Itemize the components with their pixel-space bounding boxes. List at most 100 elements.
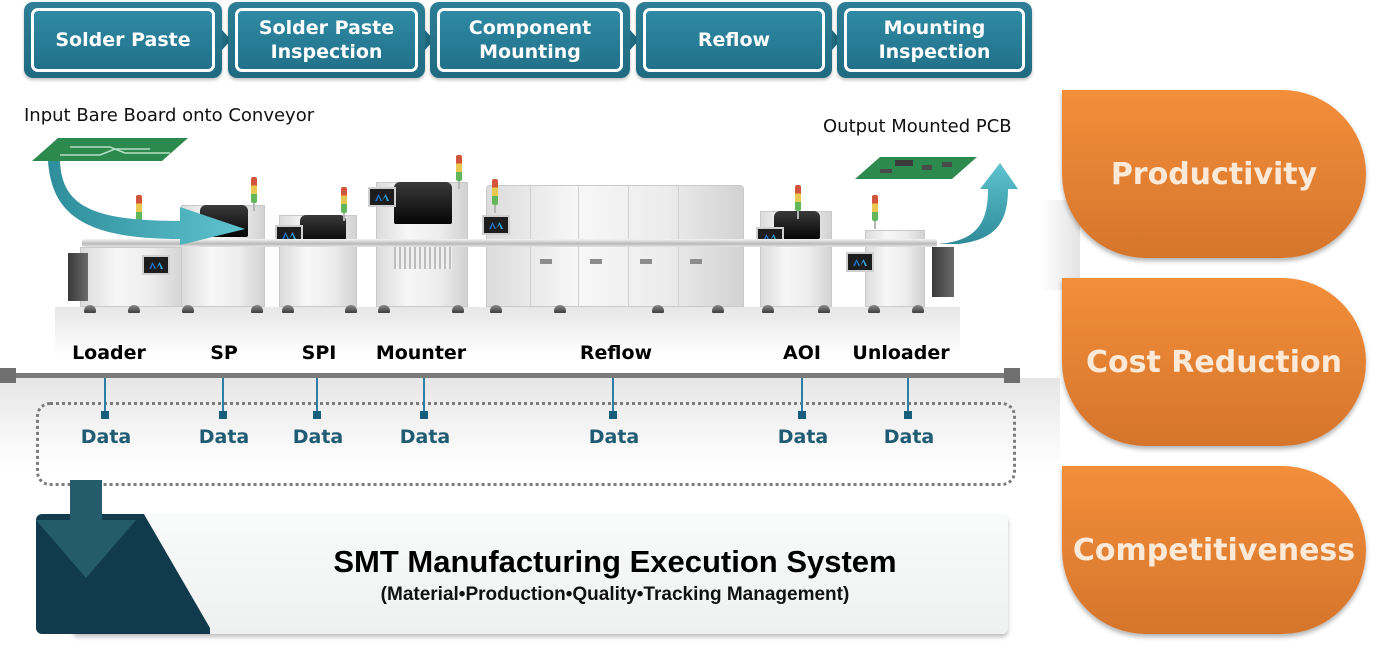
data-label-unloader: Data (883, 426, 935, 448)
data-label-loader: Data (80, 426, 132, 448)
smt-line-illustration (0, 135, 1060, 365)
benefit-competitiveness: Competitiveness (1062, 466, 1366, 634)
data-tap-line (316, 378, 318, 414)
data-tap-line (104, 378, 106, 414)
data-bus-line (14, 373, 1012, 378)
machine-foot (378, 305, 390, 313)
data-label-sp: Data (198, 426, 250, 448)
machine-foot (182, 305, 194, 313)
step-connector (630, 30, 639, 50)
curved-arrow-icon (48, 161, 245, 245)
step-label: Solder Paste (55, 29, 191, 51)
mes-panel: SMT Manufacturing Execution System (Mate… (36, 480, 1008, 634)
data-node (904, 411, 912, 419)
machine-foot (818, 305, 830, 313)
machine-foot (554, 305, 566, 313)
station-sp: SP (210, 342, 238, 364)
benefit-cost-reduction: Cost Reduction (1062, 278, 1366, 446)
feeder-bank (394, 247, 452, 269)
machine-foot (912, 305, 924, 313)
down-arrow-icon (36, 480, 136, 578)
step-mounting-inspection: Mounting Inspection (837, 2, 1032, 78)
mounted-pcb-icon (855, 157, 977, 179)
machine-foot (345, 305, 357, 313)
oven-panel-handle (640, 259, 652, 264)
station-spi: SPI (301, 342, 337, 364)
conveyor-rail (82, 239, 937, 247)
output-board-arrow (855, 157, 1018, 244)
signal-tower-icon (251, 177, 257, 211)
machine-foot (251, 305, 263, 313)
data-label-reflow: Data (588, 426, 640, 448)
mes-body (72, 514, 1008, 634)
oven-panel-handle (690, 259, 702, 264)
data-node (609, 411, 617, 419)
oven-panel-handle (540, 259, 552, 264)
data-tap-line (222, 378, 224, 414)
step-solder-paste-inspection: Solder Paste Inspection (228, 2, 425, 78)
up-arrow-icon (938, 163, 1018, 244)
data-tap-line (612, 378, 614, 414)
data-tap-line (801, 378, 803, 414)
output-caption: Output Mounted PCB (823, 116, 1012, 137)
floor-reflection (55, 307, 960, 355)
benefit-productivity: Productivity (1062, 90, 1366, 258)
mes-subtitle: (Material•Production•Quality•Tracking Ma… (380, 584, 850, 605)
station-reflow: Reflow (579, 342, 653, 364)
monitor-icon (482, 215, 510, 235)
mounter-hood (394, 182, 452, 224)
signal-tower-icon (456, 155, 462, 189)
step-component-mounting: Component Mounting (430, 2, 630, 78)
loader-magazine (68, 253, 88, 301)
data-node (798, 411, 806, 419)
signal-tower-icon (872, 195, 878, 229)
machine-foot (712, 305, 724, 313)
machine-foot (84, 305, 96, 313)
input-caption: Input Bare Board onto Conveyor (24, 105, 315, 126)
benefit-label: Cost Reduction (1086, 344, 1342, 380)
station-mounter: Mounter (375, 342, 467, 364)
benefit-label: Competitiveness (1072, 532, 1356, 568)
monitor-icon (846, 252, 874, 272)
step-reflow: Reflow (636, 2, 832, 78)
step-label: Solder Paste Inspection (258, 17, 395, 63)
station-loader: Loader (72, 342, 146, 364)
step-connector (222, 30, 231, 50)
step-solder-paste: Solder Paste (24, 2, 222, 78)
station-aoi: AOI (783, 342, 821, 364)
signal-tower-icon (341, 187, 347, 221)
machine-foot (762, 305, 774, 313)
machine-foot (452, 305, 464, 313)
signal-tower-icon (492, 179, 498, 213)
data-node (101, 411, 109, 419)
benefit-label: Productivity (1110, 156, 1318, 192)
signal-tower-icon (795, 185, 801, 219)
data-node (420, 411, 428, 419)
oven-panel-handle (590, 259, 602, 264)
machine-foot (868, 305, 880, 313)
data-tap-line (907, 378, 909, 414)
bus-end-cap (1004, 368, 1020, 383)
data-node (219, 411, 227, 419)
process-flow: Solder Paste Solder Paste Inspection Com… (24, 2, 1034, 80)
bus-shadow (0, 378, 1060, 468)
step-label: Component Mounting (468, 17, 592, 63)
data-label-spi: Data (292, 426, 344, 448)
mes-title: SMT Manufacturing Execution System (333, 544, 897, 579)
step-connector (425, 30, 434, 50)
spi-hood (300, 215, 346, 243)
data-tap-line (423, 378, 425, 414)
unloader-magazine (932, 247, 954, 297)
step-label: Mounting Inspection (878, 17, 991, 63)
input-board-arrow (32, 138, 245, 245)
bare-pcb-icon (32, 138, 188, 161)
monitor-icon (368, 187, 396, 207)
data-collection-box (36, 402, 1016, 486)
step-label: Reflow (697, 29, 771, 51)
machine-foot (490, 305, 502, 313)
machine-foot (128, 305, 140, 313)
step-connector (832, 30, 841, 50)
machine-foot (652, 305, 664, 313)
machine-foot (282, 305, 294, 313)
bus-end-cap (0, 368, 16, 383)
